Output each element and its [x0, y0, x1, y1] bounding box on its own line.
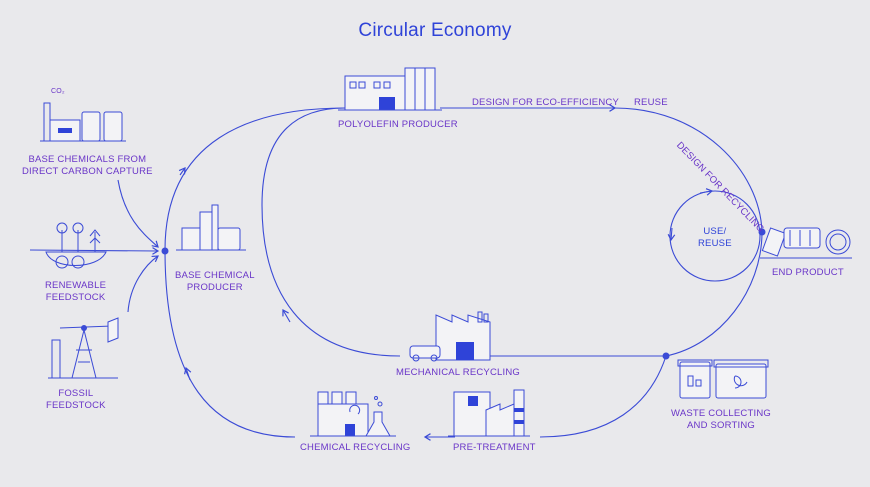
arrow-use-loop-top [699, 188, 714, 196]
arrow-from-renewable [29, 247, 160, 255]
reuse-to-end-path [614, 107, 763, 233]
arrow-mechanical-to-polyolefin [282, 308, 291, 323]
label-waste-collecting: WASTE COLLECTING AND SORTING [671, 408, 771, 431]
label-renewable-feedstock: RENEWABLE FEEDSTOCK [45, 280, 107, 303]
end-product-icon [760, 227, 852, 259]
arrow-from-fossil [127, 255, 159, 313]
label-base-chemicals-ccs: BASE CHEMICALS FROM DIRECT CARBON CAPTUR… [22, 154, 153, 177]
outer-loop-path [164, 107, 346, 251]
inner-loop-left [261, 204, 401, 357]
arrow-base-to-polyolefin [178, 167, 186, 176]
label-polyolefin-producer: POLYOLEFIN PRODUCER [338, 119, 458, 130]
label-pretreatment: PRE-TREATMENT [453, 442, 536, 453]
chemical-recycling-plant-icon [310, 391, 396, 437]
carbon-capture-factory-icon [40, 102, 126, 142]
arrow-chemical-to-base [184, 366, 192, 381]
page-title: Circular Economy [358, 20, 512, 41]
pretreatment-plant-icon [448, 389, 530, 437]
waste-node [662, 352, 670, 360]
label-reuse: REUSE [634, 97, 668, 108]
waste-bins-icon [677, 359, 769, 399]
base-node [161, 247, 169, 255]
arrow-use-loop-left [667, 227, 676, 242]
label-end-product: END PRODUCT [772, 267, 844, 278]
inner-loop-top [261, 107, 346, 206]
label-mechanical-recycling: MECHANICAL RECYCLING [396, 367, 521, 378]
waste-to-pretreatment-path [539, 355, 667, 438]
label-use-reuse: USE/ REUSE [698, 226, 732, 249]
renewable-plants-icon [45, 222, 107, 269]
base-chemical-plant-icon [176, 204, 246, 251]
arrow-from-ccs [117, 179, 159, 248]
label-fossil-feedstock: FOSSIL FEEDSTOCK [46, 388, 106, 411]
end-to-waste-path [665, 231, 763, 357]
end-node [758, 228, 766, 236]
label-chemical-recycling: CHEMICAL RECYCLING [300, 442, 411, 453]
mechanical-recycling-plant-icon [409, 311, 491, 362]
co2-label: CO₂ [51, 88, 65, 95]
chemical-to-base-path [164, 249, 296, 438]
polyolefin-plant-icon [338, 67, 442, 111]
label-base-chemical-producer: BASE CHEMICAL PRODUCER [175, 270, 255, 293]
label-design-eco-efficiency: DESIGN FOR ECO-EFFICIENCY [472, 97, 619, 108]
fossil-pumpjack-icon [48, 317, 119, 379]
